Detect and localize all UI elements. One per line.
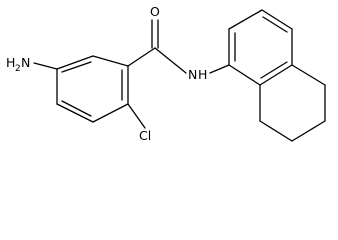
- bond: [291, 120, 326, 142]
- bond: [56, 55, 94, 70]
- bond-n-to-ring: [209, 64, 230, 74]
- bond: [56, 103, 94, 123]
- bond: [228, 64, 261, 86]
- bond: [259, 120, 293, 142]
- bond: [228, 9, 263, 30]
- bond-ring-to-carbonyl: [127, 47, 156, 67]
- bond: [92, 55, 129, 67]
- bond-double-inner: [61, 100, 92, 117]
- bond: [259, 64, 293, 86]
- amide-n-label: N: [188, 67, 197, 82]
- saturated-ring: [259, 64, 326, 142]
- bond-double-inner: [262, 16, 288, 33]
- bond-ring-to-amine: [33, 62, 58, 70]
- amine-label-n: N: [21, 55, 30, 70]
- amine-label-sub: 2: [15, 64, 21, 74]
- bond-double-inner: [61, 61, 92, 73]
- molecule-structure: H 2 N O N H Cl: [6, 4, 326, 143]
- amide-h-label: H: [198, 67, 207, 82]
- bond-double-inner: [260, 61, 288, 79]
- bond: [291, 64, 326, 86]
- bond: [92, 103, 129, 123]
- bond-ring-to-chlorine: [127, 103, 146, 129]
- amine-label-h: H: [6, 55, 15, 70]
- bond-carbonyl-to-n: [154, 47, 187, 74]
- benzamide-ring: [56, 55, 129, 123]
- carbonyl-oxygen-label: O: [150, 4, 160, 19]
- bond: [261, 9, 293, 30]
- aromatic-ring: [228, 9, 293, 86]
- chlorine-label: Cl: [139, 128, 151, 143]
